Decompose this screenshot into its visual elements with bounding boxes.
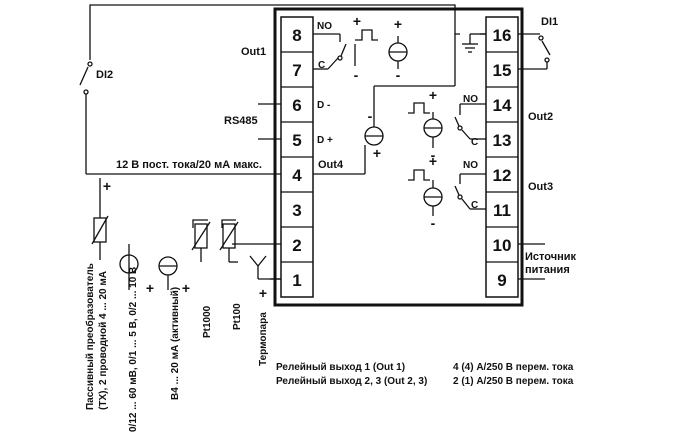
svg-text:-: - [396,67,401,83]
svg-text:D +: D + [317,135,333,146]
svg-text:-: - [368,108,373,124]
label-out4: Out4 [318,159,344,171]
note-relay-1-left: Релейный выход 1 (Out 1) [276,362,405,373]
note-relay-2-left: Релейный выход 2, 3 (Out 2, 3) [276,376,427,387]
label-out1: Out1 [241,46,266,58]
label-out3: Out3 [528,181,553,193]
svg-text:+: + [182,280,190,296]
svg-text:-: - [431,147,436,163]
terminal-8: 8 [292,26,301,45]
terminal-15: 15 [493,61,512,80]
label-supply-12v: 12 В пост. тока/20 мА макс. [116,159,262,171]
svg-text:NO: NO [463,160,478,171]
terminal-10: 10 [493,236,512,255]
out4-output: - + Out4 12 В пост. тока/20 мА макс. [116,34,456,175]
label-power-2: питания [525,264,570,276]
out3-relay: NO C + - Out3 [408,153,553,231]
label-rs485: RS485 [224,115,258,127]
svg-text:D -: D - [317,100,330,111]
svg-text:-: - [431,215,436,231]
svg-text:NO: NO [317,21,332,32]
svg-text:C: C [318,60,325,71]
label-di2: DI2 [96,69,113,81]
label-out2: Out2 [528,111,553,123]
label-power-1: Источник [525,251,577,263]
svg-text:NO: NO [463,94,478,105]
svg-text:+: + [429,87,437,103]
svg-text:+: + [146,280,154,296]
terminal-6: 6 [292,96,301,115]
di2-switch: DI2 [79,4,486,175]
terminal-3: 3 [292,201,301,220]
rs485-port: D - D + RS485 [224,100,333,146]
terminal-1: 1 [292,271,301,290]
terminal-2: 2 [292,236,301,255]
device-housing [273,7,524,307]
terminal-12: 12 [493,166,512,185]
right-terminal-block: 16 15 14 13 12 11 10 9 [485,16,519,298]
svg-text:C: C [471,137,478,148]
note-relay-2-right: 2 (1) А/250 В перем. тока [453,376,574,387]
svg-text:+: + [259,285,267,301]
note-relay-1-right: 4 (4) А/250 В перем. тока [453,362,574,373]
svg-text:+: + [394,16,402,32]
power-supply: Источник питания [518,243,577,280]
terminal-11: 11 [493,201,511,220]
svg-text:C: C [471,200,478,211]
input-voltage: 0/12 ... 60 мВ, 0/1 ... 5 В, 0/2 ... 10 … [128,267,139,432]
input-current-active: В4 ... 20 мА (активный) [170,287,181,400]
input-pt1000: Pt1000 [202,305,213,338]
svg-text:+: + [429,153,437,169]
terminal-14: 14 [493,96,512,115]
terminal-13: 13 [493,131,512,150]
left-terminal-block: 8 7 6 5 4 3 2 1 [280,16,314,298]
terminal-4: 4 [292,166,302,185]
svg-text:-: - [354,67,359,83]
input-sensors: + Пассивный преобразователь (ТХ), 2 пров… [84,178,281,432]
relay-notes: Релейный выход 1 (Out 1) Релейный выход … [276,362,574,387]
input-pt100: Pt100 [232,303,243,330]
input-passive-2: (ТХ), 2 проводной 4 ... 20 мА [98,271,109,410]
input-thermocouple: Термопара [258,312,269,366]
svg-text:+: + [373,145,381,161]
svg-text:+: + [103,178,111,194]
label-di1: DI1 [541,16,558,28]
terminal-7: 7 [292,61,301,80]
terminal-5: 5 [292,131,301,150]
terminal-9: 9 [497,271,506,290]
out1-relay: NO C + - + - Out1 [241,13,408,83]
terminal-16: 16 [493,26,512,45]
out2-relay: NO C + - Out2 [408,87,553,163]
input-passive-1: Пассивный преобразователь [84,263,96,410]
svg-text:+: + [353,13,361,29]
